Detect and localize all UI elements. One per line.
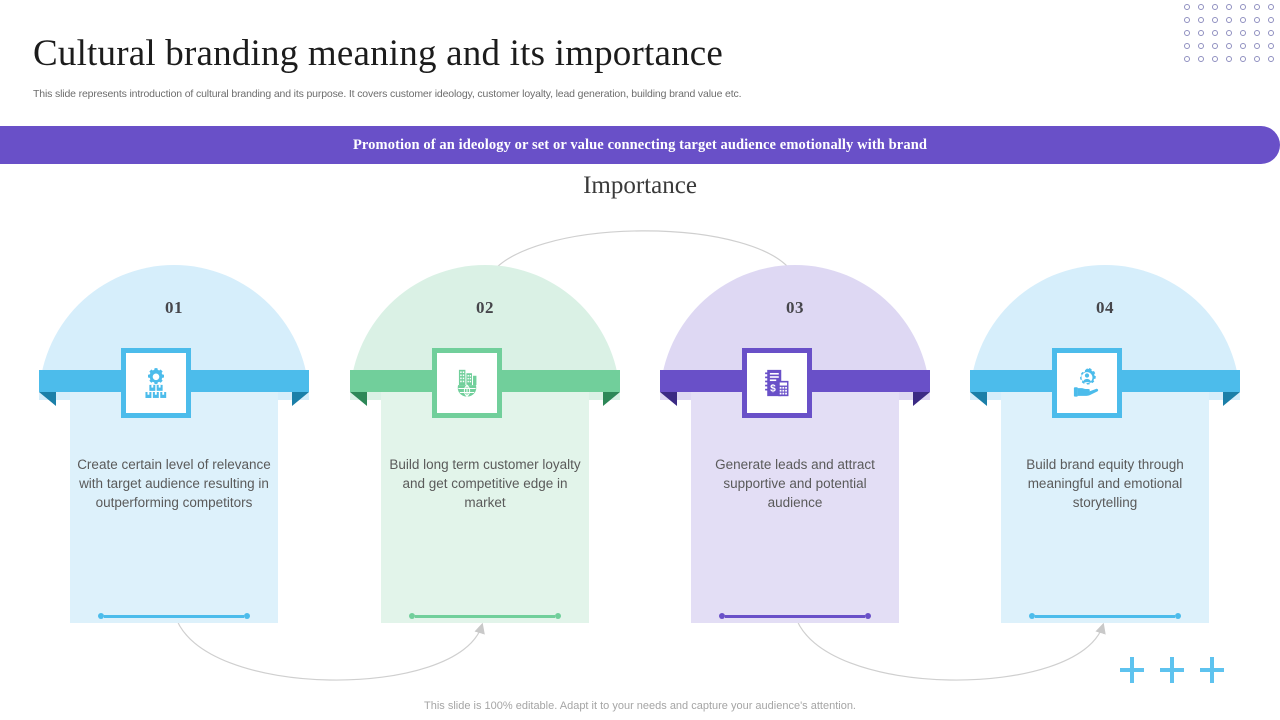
promotion-banner: Promotion of an ideology or set or value… [0, 126, 1280, 164]
card-number: 02 [476, 298, 494, 317]
pattern-dot [1212, 30, 1218, 36]
card-icon-box [121, 348, 191, 418]
plus-decoration-group [1120, 657, 1240, 685]
pattern-dot [1226, 56, 1232, 62]
card-baseline [98, 612, 250, 620]
pattern-dot [1198, 43, 1204, 49]
plus-icon [1200, 657, 1224, 683]
gear-boxes-icon [139, 366, 173, 400]
pattern-dot [1184, 17, 1190, 23]
card-description: Create certain level of relevance with t… [77, 457, 271, 510]
pattern-dot [1240, 17, 1246, 23]
pattern-dot [1240, 43, 1246, 49]
baseline-line [1035, 615, 1175, 618]
card-description: Build long term customer loyalty and get… [389, 457, 581, 510]
dot-pattern-decoration [1184, 4, 1280, 68]
pattern-dot [1268, 17, 1274, 23]
pattern-dot [1184, 43, 1190, 49]
pattern-dot [1268, 30, 1274, 36]
plus-icon [1120, 657, 1144, 683]
card-number: 01 [165, 298, 183, 317]
card-baseline [1029, 612, 1181, 620]
pattern-dot [1198, 30, 1204, 36]
pattern-dot [1212, 56, 1218, 62]
baseline-line [104, 615, 244, 618]
card-icon-box [1052, 348, 1122, 418]
hand-gear-user-icon [1070, 366, 1104, 400]
plus-icon [1160, 657, 1184, 683]
footer-note: This slide is 100% editable. Adapt it to… [424, 700, 856, 712]
pattern-dot [1254, 43, 1260, 49]
pattern-dot [1268, 4, 1274, 10]
card-body [1001, 383, 1209, 623]
svg-text:$: $ [770, 384, 776, 395]
pattern-dot [1226, 4, 1232, 10]
card-baseline [409, 612, 561, 620]
ledger-calculator-icon: $ [760, 366, 794, 400]
pattern-dot [1254, 4, 1260, 10]
pattern-dot [1240, 30, 1246, 36]
card-baseline [719, 612, 871, 620]
pattern-dot [1198, 56, 1204, 62]
globe-buildings-icon [450, 366, 484, 400]
pattern-dot [1184, 56, 1190, 62]
baseline-dot-right [1175, 613, 1181, 619]
page-subtitle: This slide represents introduction of cu… [33, 88, 742, 100]
pattern-dot [1184, 30, 1190, 36]
pattern-dot [1212, 4, 1218, 10]
baseline-dot-right [865, 613, 871, 619]
card-description: Generate leads and attract supportive an… [715, 457, 875, 510]
card-description: Build brand equity through meaningful an… [1026, 457, 1184, 510]
baseline-dot-right [555, 613, 561, 619]
baseline-line [725, 615, 865, 618]
pattern-dot [1254, 30, 1260, 36]
section-heading: Importance [583, 172, 697, 199]
pattern-dot [1212, 43, 1218, 49]
card-body [70, 383, 278, 623]
pattern-dot [1212, 17, 1218, 23]
pattern-dot [1226, 30, 1232, 36]
pattern-dot [1240, 4, 1246, 10]
pattern-dot [1268, 43, 1274, 49]
card-icon-box [432, 348, 502, 418]
card-icon-box: $ [742, 348, 812, 418]
pattern-dot [1226, 43, 1232, 49]
pattern-dot [1184, 4, 1190, 10]
card-number: 04 [1096, 298, 1114, 317]
baseline-dot-left [98, 613, 104, 619]
pattern-dot [1226, 17, 1232, 23]
pattern-dot [1198, 4, 1204, 10]
page-title: Cultural branding meaning and its import… [33, 33, 724, 74]
pattern-dot [1198, 17, 1204, 23]
card-number: 03 [786, 298, 804, 317]
promotion-banner-text: Promotion of an ideology or set or value… [352, 136, 928, 153]
pattern-dot [1268, 56, 1274, 62]
baseline-dot-right [244, 613, 250, 619]
pattern-dot [1240, 56, 1246, 62]
card-body [691, 383, 899, 623]
pattern-dot [1254, 56, 1260, 62]
baseline-dot-left [719, 613, 725, 619]
baseline-line [415, 615, 555, 618]
pattern-dot [1254, 17, 1260, 23]
card-body [381, 383, 589, 623]
